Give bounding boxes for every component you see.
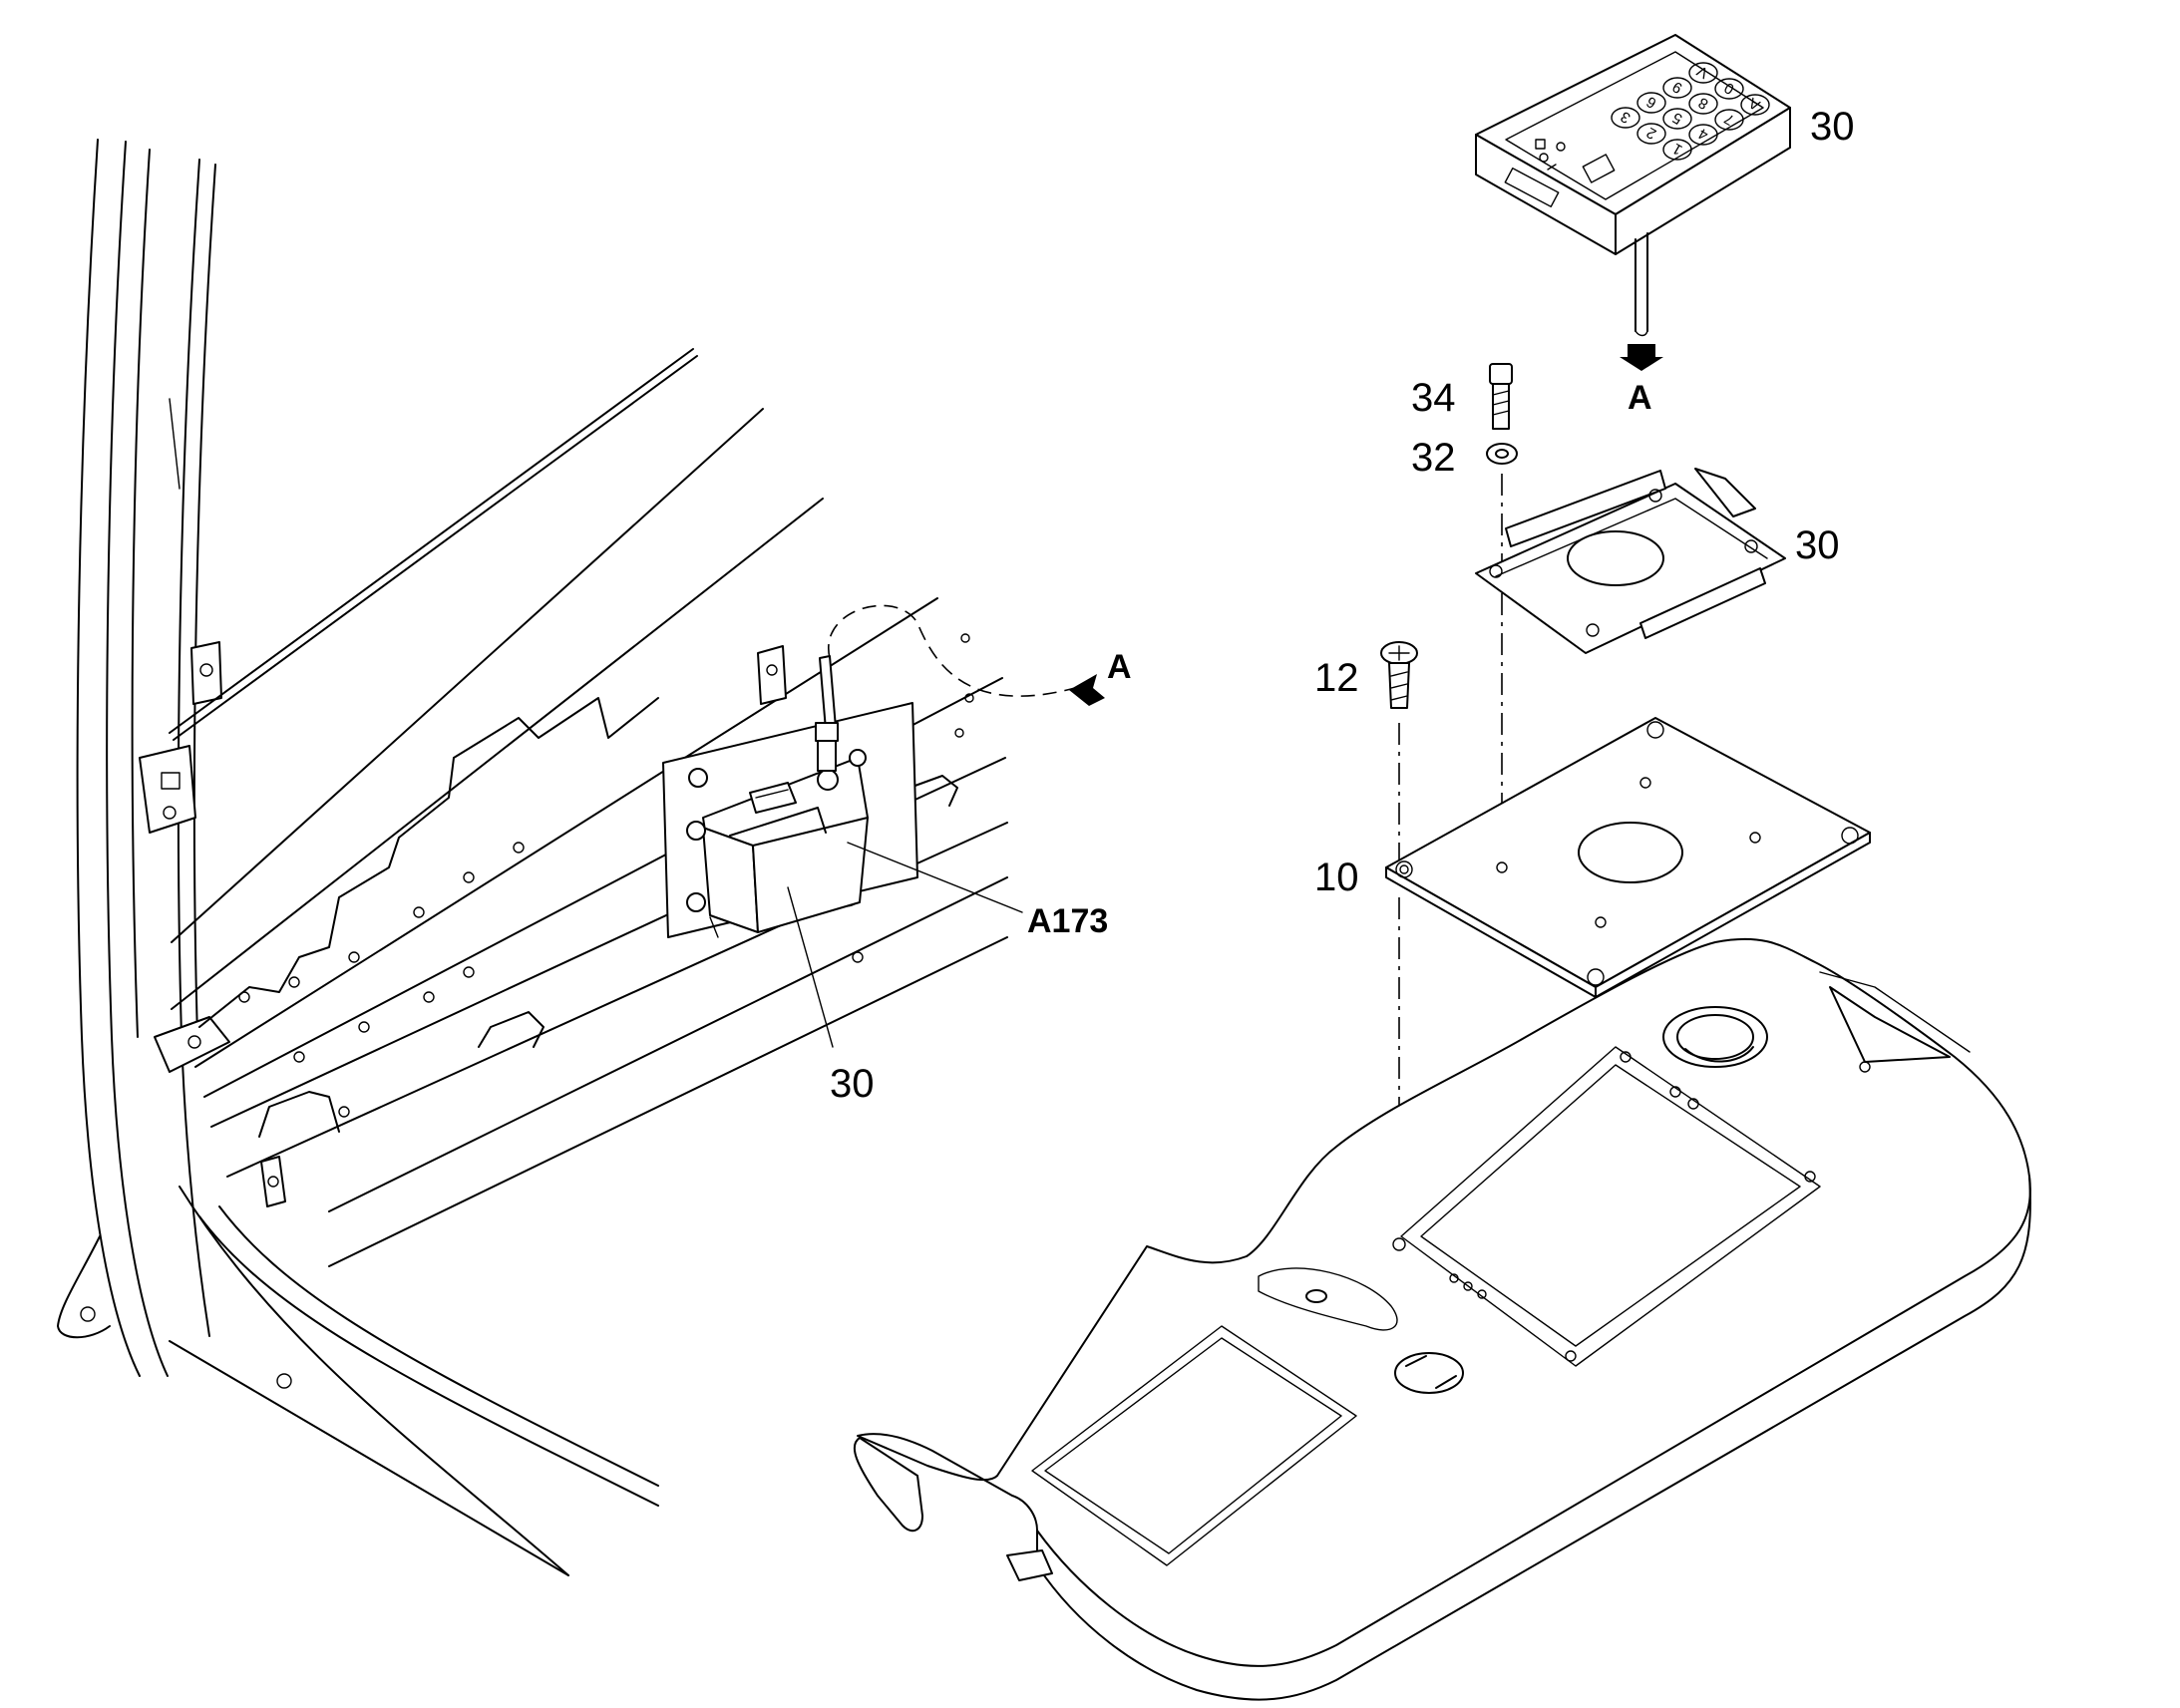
callout-screw-34: 34 xyxy=(1411,376,1456,420)
keypad-button xyxy=(1662,139,1692,161)
callout-screw-12: 12 xyxy=(1314,656,1359,700)
callout-bracket-30: 30 xyxy=(1795,523,1840,567)
keypad-button xyxy=(1662,77,1692,99)
keypad-button xyxy=(1714,78,1744,100)
keypad-button xyxy=(1636,123,1666,145)
keypad-button xyxy=(1611,107,1640,129)
callout-keypad-30: 30 xyxy=(1810,105,1855,149)
keypad-button xyxy=(1714,109,1744,131)
screw-12 xyxy=(1380,641,1418,872)
screw-34 xyxy=(1489,363,1513,430)
callout-plate-10: 10 xyxy=(1314,855,1359,899)
mounting-plate-10 xyxy=(1385,717,1871,1236)
arrow-to-detail-a xyxy=(1069,674,1105,706)
keypad-button xyxy=(1636,92,1666,114)
keypad-button xyxy=(1688,124,1718,146)
cab-pillar xyxy=(57,139,216,1377)
callout-washer-32: 32 xyxy=(1411,436,1456,480)
console-panel xyxy=(853,937,2031,1701)
leader-lines xyxy=(787,842,1023,1048)
keypad-button xyxy=(1688,62,1718,84)
door-hinge-upper xyxy=(139,641,222,834)
callout-arrow-a-top: A xyxy=(1628,379,1652,417)
keypad-cable xyxy=(1620,232,1663,371)
control-module-a173 xyxy=(662,604,1076,938)
callout-module-30: 30 xyxy=(830,1062,875,1106)
keypad-button xyxy=(1688,93,1718,115)
keypad-button xyxy=(1662,108,1692,130)
keypad-button xyxy=(1740,94,1770,116)
callout-arrow-a-left: A xyxy=(1107,648,1132,686)
callout-module-a173: A173 xyxy=(1027,902,1108,940)
door-hinge-lower xyxy=(154,1016,230,1073)
keypad-bracket xyxy=(1475,468,1786,654)
mounting-rail-bracket xyxy=(198,633,974,1207)
